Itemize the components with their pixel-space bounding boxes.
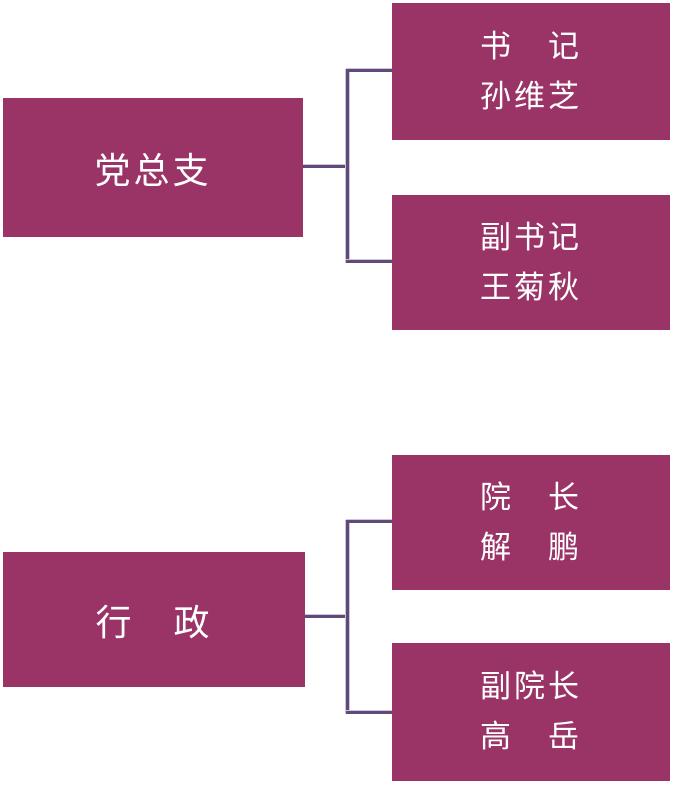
node-person-name: 王菊秋 xyxy=(480,269,582,305)
node-dean: 院 长 解 鹏 xyxy=(392,455,670,590)
node-deputy-secretary: 副书记 王菊秋 xyxy=(392,195,670,330)
node-vice-dean: 副院长 高 岳 xyxy=(392,643,670,781)
connector-party-vertical xyxy=(346,69,349,263)
node-title: 院 长 xyxy=(480,479,582,515)
connector-admin-branch-bottom xyxy=(346,711,392,714)
node-label: 行 政 xyxy=(95,602,213,643)
node-secretary: 书 记 孙维芝 xyxy=(392,3,670,140)
node-person-name: 解 鹏 xyxy=(480,529,582,565)
node-person-name: 孙维芝 xyxy=(480,78,582,114)
node-party-branch: 党总支 xyxy=(3,98,303,237)
connector-party-branch-top xyxy=(346,69,392,72)
connector-party-branch-bottom xyxy=(346,260,392,263)
node-administration: 行 政 xyxy=(3,552,305,687)
node-title: 书 记 xyxy=(480,28,582,64)
node-person-name: 高 岳 xyxy=(480,719,582,754)
node-title: 副院长 xyxy=(480,669,582,704)
node-title: 副书记 xyxy=(480,219,582,255)
connector-admin-branch-top xyxy=(346,520,392,523)
connector-admin-vertical xyxy=(346,520,349,714)
node-label: 党总支 xyxy=(94,150,212,191)
connector-party-horizontal xyxy=(303,165,347,168)
connector-admin-horizontal xyxy=(305,615,347,618)
